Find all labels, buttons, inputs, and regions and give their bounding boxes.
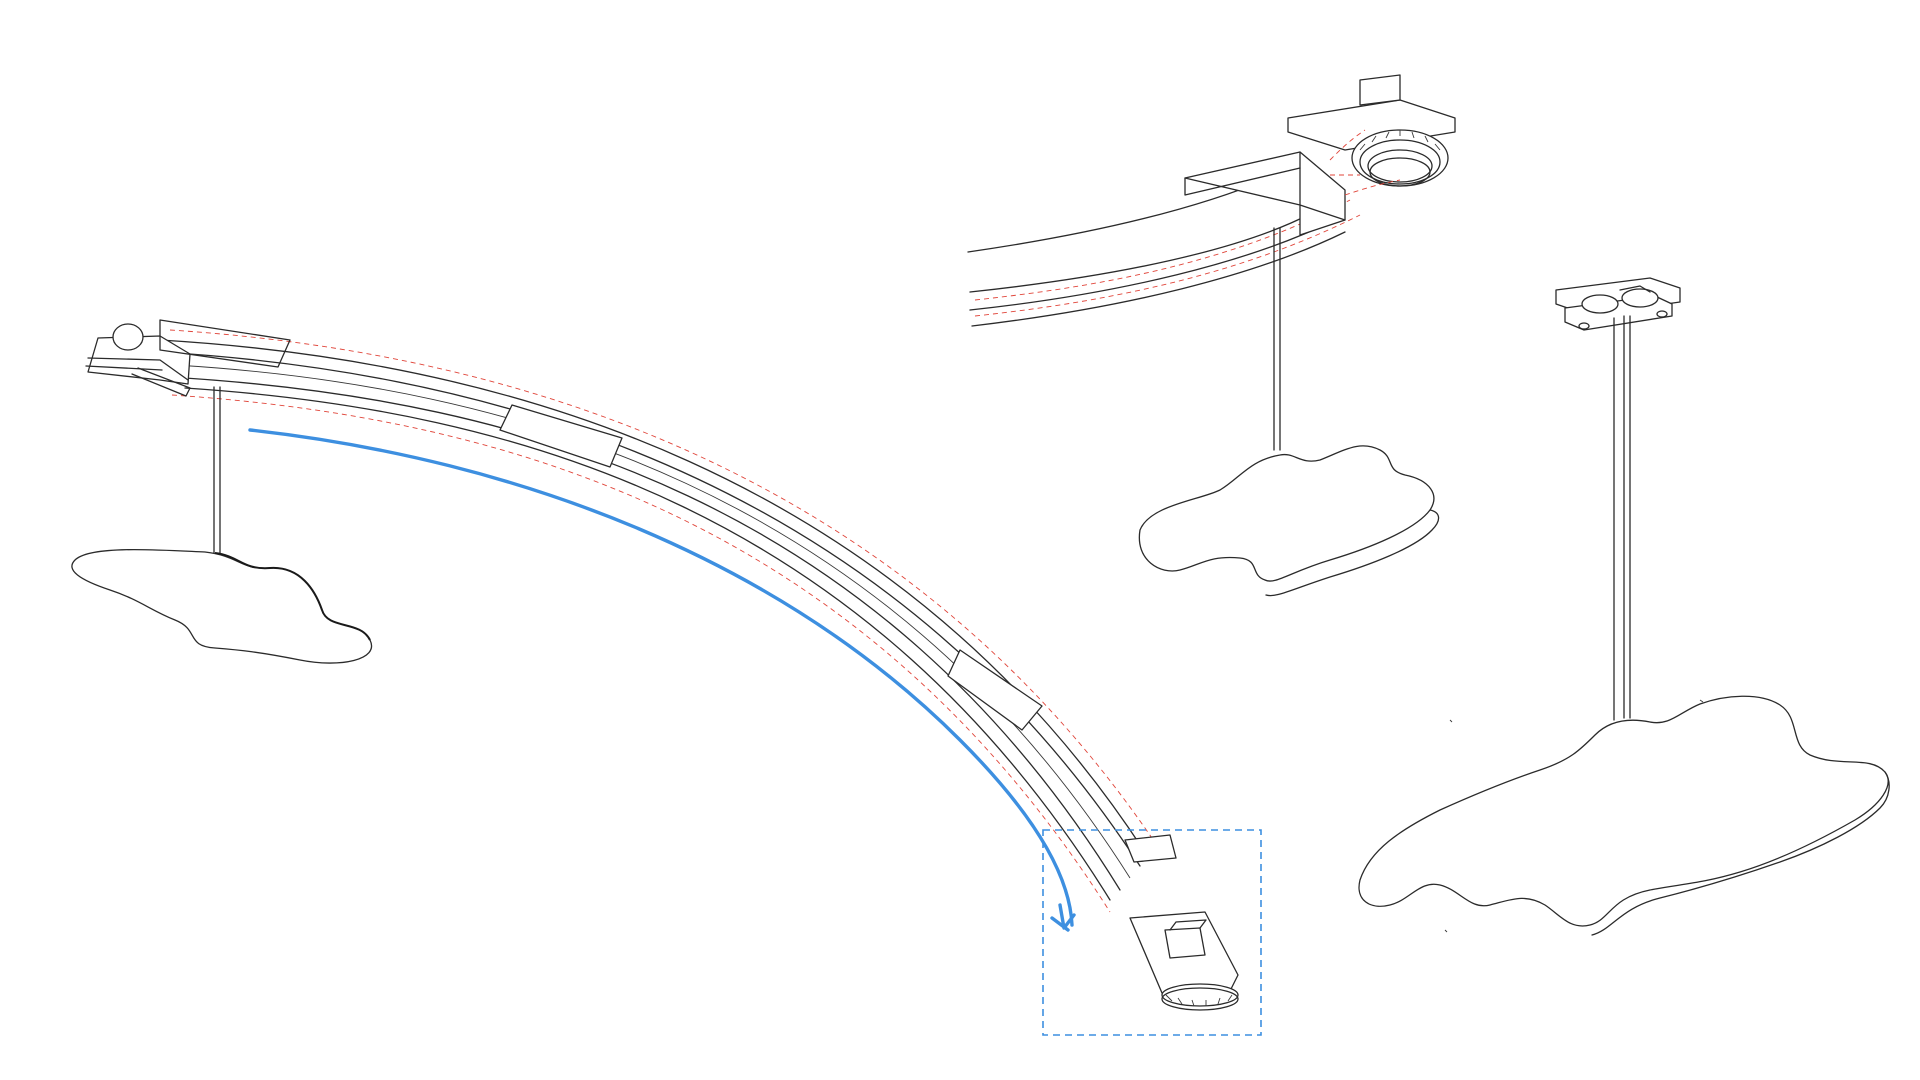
track-connector-2[interactable] — [947, 649, 1043, 731]
track-joint-assembly[interactable] — [967, 74, 1456, 451]
hanging-rod-right — [1613, 315, 1631, 721]
ceiling-bracket-right[interactable] — [1555, 277, 1681, 331]
track-start-block[interactable] — [85, 319, 291, 397]
track-connector-1[interactable] — [499, 404, 623, 468]
hanging-rod-left — [213, 386, 221, 556]
cloud-pendant-right[interactable] — [1358, 695, 1890, 936]
curved-rail-track[interactable] — [85, 319, 1239, 1011]
track-end-unit[interactable] — [1129, 911, 1239, 1011]
sketch-arrow[interactable] — [248, 428, 1076, 932]
selection-box[interactable] — [1042, 829, 1262, 1036]
track-connector-3[interactable] — [1124, 834, 1177, 863]
cloud-pendant-left[interactable] — [71, 548, 373, 664]
cloud-pendant-middle[interactable] — [1138, 445, 1440, 597]
